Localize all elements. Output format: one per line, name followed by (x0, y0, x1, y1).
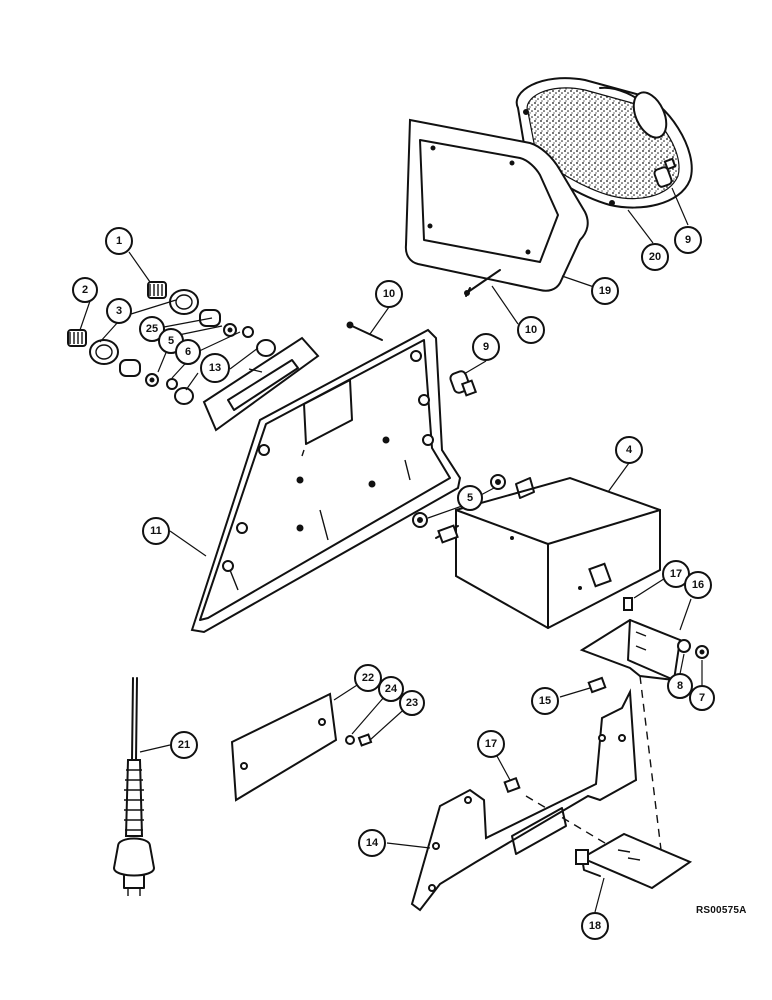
svg-text:15: 15 (539, 695, 551, 707)
svg-text:3: 3 (116, 305, 122, 317)
callout-3: 3 (106, 298, 132, 324)
callout-4: 4 (615, 436, 643, 464)
callout-23: 23 (399, 690, 425, 716)
svg-text:25: 25 (146, 323, 158, 335)
svg-text:17: 17 (485, 738, 497, 750)
svg-text:22: 22 (362, 672, 374, 684)
speaker-grille-frame (404, 118, 589, 292)
svg-text:4: 4 (626, 444, 633, 456)
callout-18: 18 (581, 912, 609, 940)
alignment-line-2 (525, 795, 621, 853)
leader-lines (79, 187, 703, 913)
callout-8: 8 (667, 673, 693, 699)
callout-10-lower: 10 (517, 316, 545, 344)
svg-text:11: 11 (150, 525, 162, 537)
reference-code: RS00575A (696, 905, 747, 916)
callout-13: 13 (200, 353, 230, 383)
svg-text:10: 10 (383, 288, 395, 300)
screw (464, 269, 501, 297)
callout-5-radio: 5 (457, 485, 483, 511)
svg-text:10: 10 (525, 324, 537, 336)
svg-text:9: 9 (685, 234, 691, 246)
svg-text:16: 16 (692, 579, 704, 591)
bezel-plate (202, 336, 320, 432)
svg-text:17: 17 (670, 568, 682, 580)
callout-17-lower: 17 (477, 730, 505, 758)
callout-10-upper: 10 (375, 280, 403, 308)
cover-plate (230, 692, 373, 802)
svg-text:6: 6 (185, 346, 191, 358)
svg-text:5: 5 (467, 492, 473, 504)
callout-15: 15 (531, 687, 559, 715)
mounting-bracket-lower (410, 688, 693, 912)
speaker-connector (653, 157, 677, 188)
callout-17-upper: 17 (662, 560, 690, 588)
callout-16: 16 (684, 571, 712, 599)
antenna (112, 677, 156, 896)
svg-text:9: 9 (483, 341, 489, 353)
callout-21: 21 (170, 731, 198, 759)
callouts: 1 2 3 25 5 6 13 10 10 9 9 19 20 4 5 11 1… (72, 226, 715, 940)
svg-text:7: 7 (699, 692, 705, 704)
svg-text:14: 14 (366, 837, 379, 849)
callout-25: 25 (139, 316, 165, 342)
svg-text:24: 24 (385, 683, 398, 695)
svg-text:23: 23 (406, 697, 418, 709)
callout-9-upper: 9 (674, 226, 702, 254)
callout-14: 14 (358, 829, 386, 857)
svg-text:8: 8 (677, 680, 683, 692)
radio-unit (435, 476, 661, 630)
mounting-panel (190, 328, 462, 634)
radio-nuts (412, 474, 506, 528)
callout-7: 7 (689, 685, 715, 711)
control-knobs (67, 281, 276, 405)
callout-2: 2 (72, 277, 98, 303)
callout-19: 19 (591, 277, 619, 305)
svg-text:18: 18 (589, 920, 601, 932)
svg-text:1: 1 (116, 235, 122, 247)
callout-22: 22 (354, 664, 382, 692)
callout-20: 20 (641, 243, 669, 271)
panel-screw (346, 321, 383, 341)
svg-text:5: 5 (168, 335, 174, 347)
svg-text:21: 21 (178, 739, 190, 751)
callout-1: 1 (105, 227, 133, 255)
callout-11: 11 (142, 517, 170, 545)
mounting-bracket-upper (579, 597, 709, 682)
alignment-line (639, 675, 663, 859)
svg-text:19: 19 (599, 285, 611, 297)
antenna-connector (449, 370, 478, 397)
callout-9-lower: 9 (472, 333, 500, 361)
svg-text:20: 20 (649, 251, 661, 263)
svg-text:13: 13 (209, 362, 221, 374)
svg-text:2: 2 (82, 284, 88, 296)
bracket-screw (587, 676, 607, 694)
callout-24: 24 (378, 676, 404, 702)
callout-6: 6 (175, 339, 201, 365)
